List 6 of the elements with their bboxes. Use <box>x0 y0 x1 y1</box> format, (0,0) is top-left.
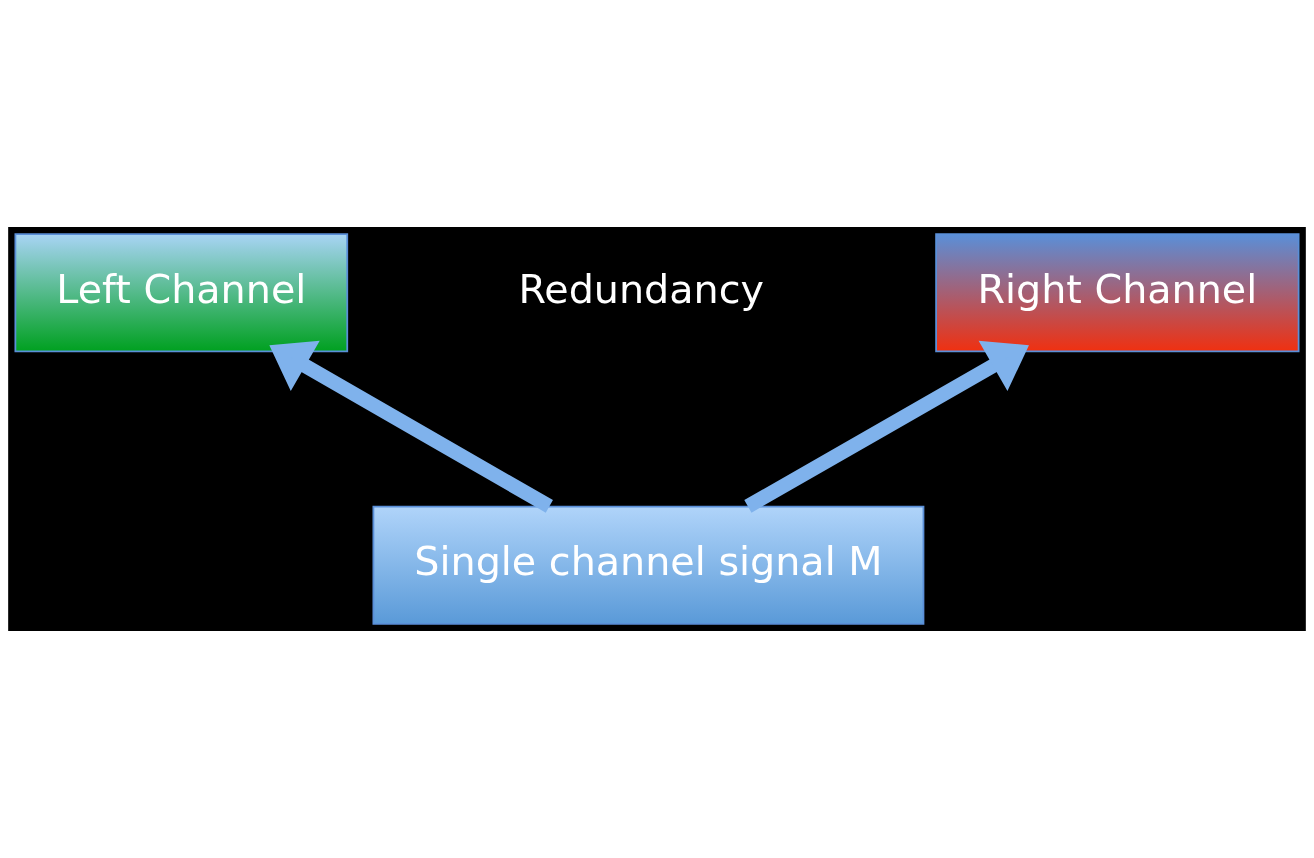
label: Redundancy <box>518 265 764 312</box>
arrow <box>744 340 1029 513</box>
arrow <box>269 340 553 513</box>
node-box: Single channel signal M <box>372 505 925 625</box>
node-box: Right Channel <box>935 233 1300 353</box>
node-box: Left Channel <box>14 233 349 353</box>
